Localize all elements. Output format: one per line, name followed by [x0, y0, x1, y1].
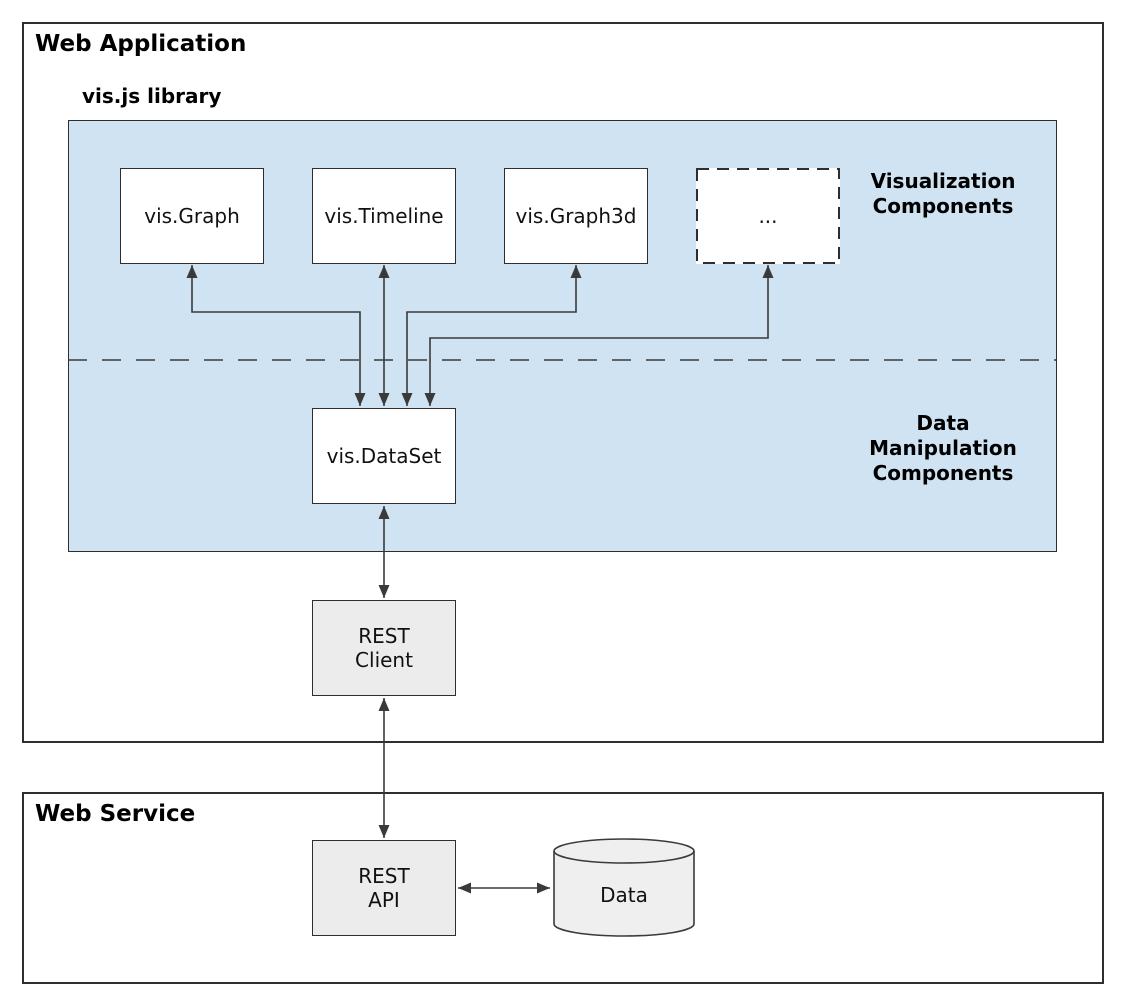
label-line: REST	[358, 864, 410, 888]
component-node-vis-graph: vis.Graph	[120, 168, 264, 264]
node-label: ...	[758, 204, 778, 228]
label-line: REST	[358, 624, 410, 648]
node-label: vis.Timeline	[324, 204, 444, 228]
rest-client-node: REST Client	[312, 600, 456, 696]
label-line: Components	[872, 194, 1014, 218]
web-service-title: Web Service	[35, 801, 196, 827]
node-label: REST Client	[355, 624, 413, 672]
component-node-more: ...	[696, 168, 840, 264]
dataset-node: vis.DataSet	[312, 408, 456, 504]
visjs-library-label: vis.js library	[82, 84, 222, 108]
label-line: Client	[355, 648, 413, 672]
label-line: Manipulation	[869, 436, 1017, 460]
web-application-title: Web Application	[35, 31, 247, 57]
data-manipulation-components-label: Data Manipulation Components	[843, 411, 1043, 486]
node-label: vis.Graph	[144, 204, 240, 228]
data-store-label: Data	[600, 883, 648, 907]
rest-api-node: REST API	[312, 840, 456, 936]
cylinder-shape	[553, 838, 695, 937]
node-label: vis.DataSet	[326, 444, 442, 468]
label-line: Visualization	[870, 169, 1016, 193]
label-line: Data	[916, 411, 970, 435]
node-label: vis.Graph3d	[515, 204, 637, 228]
label-line: Components	[872, 461, 1014, 485]
visualization-components-label: Visualization Components	[843, 169, 1043, 219]
component-node-vis-graph3d: vis.Graph3d	[504, 168, 648, 264]
label-line: API	[368, 888, 400, 912]
data-store-cylinder: Data	[552, 838, 696, 938]
node-label: REST API	[358, 864, 409, 912]
component-node-vis-timeline: vis.Timeline	[312, 168, 456, 264]
